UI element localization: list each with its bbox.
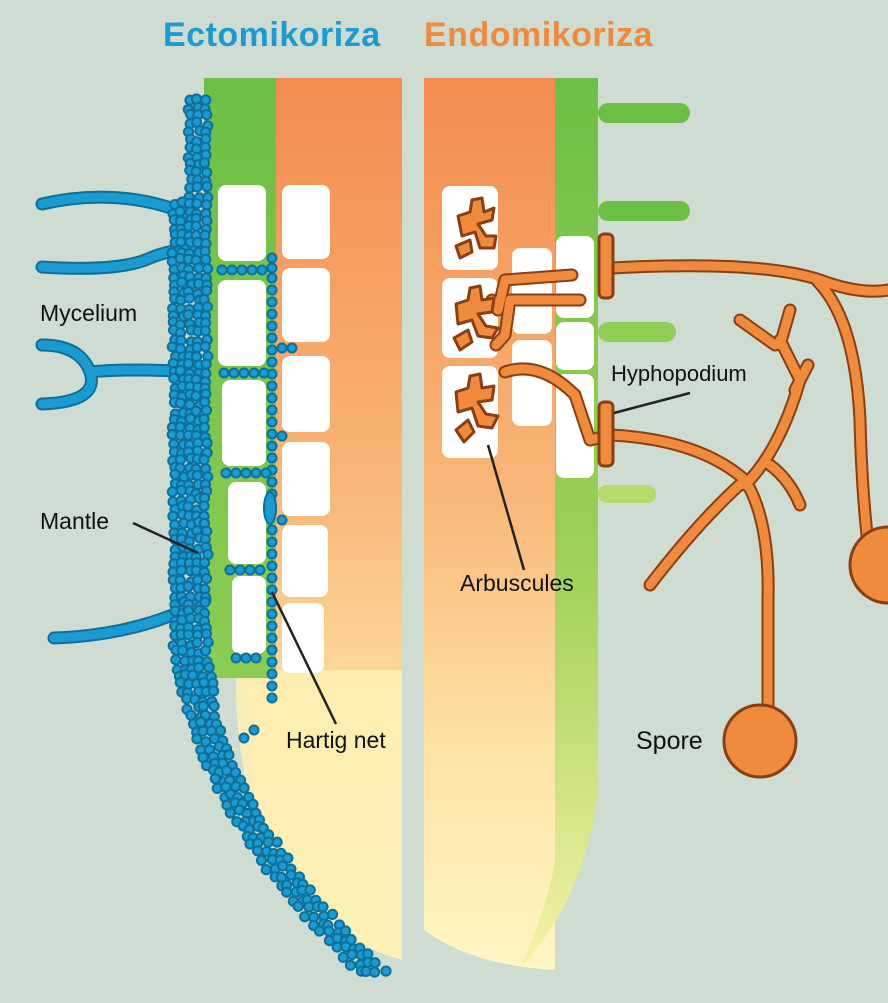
mantle-cell <box>185 294 194 303</box>
mantle-cell <box>192 222 201 231</box>
mantle-cell <box>328 910 337 919</box>
mantle-cell <box>171 655 180 664</box>
mantle-cell <box>226 808 235 817</box>
mantle-cell <box>203 438 212 447</box>
hyphopodia <box>599 234 613 466</box>
mantle-cell <box>381 967 390 976</box>
mantle-cell <box>184 359 193 368</box>
mantle-cell <box>201 342 210 351</box>
mantle-cell <box>175 207 184 216</box>
label-mantle: Mantle <box>40 508 109 535</box>
spores <box>724 527 888 777</box>
mantle-cell <box>201 646 210 655</box>
mantle-cell <box>196 718 205 727</box>
mantle-cell <box>201 255 210 264</box>
mantle-cell <box>202 286 211 295</box>
mantle-cell <box>186 711 195 720</box>
mantle-cell <box>202 360 211 369</box>
mantle-cell <box>200 558 209 567</box>
mantle-cell <box>205 663 214 672</box>
mantle-cell <box>306 885 315 894</box>
mantle-cell <box>193 471 202 480</box>
mantle-cell <box>177 278 186 287</box>
mantle-cell <box>222 766 231 775</box>
mantle-cell <box>202 182 211 191</box>
label-hyphopodium: Hyphopodium <box>611 361 747 387</box>
mantle-cell <box>201 326 210 335</box>
mantle-cell <box>341 926 350 935</box>
endo-title: Endomikoriza <box>424 16 653 55</box>
ecto-title: Ectomikoriza <box>163 16 381 55</box>
mantle-cell <box>199 455 208 464</box>
spore-main <box>724 705 796 777</box>
mantle-cell <box>192 199 201 208</box>
label-arbuscules: Arbuscules <box>460 570 574 597</box>
mantle-cell <box>346 961 355 970</box>
label-spore: Spore <box>636 727 703 756</box>
mantle-cell <box>202 110 211 119</box>
mantle-cell <box>192 734 201 743</box>
mantle-cell <box>347 950 356 959</box>
mantle-cell <box>202 168 211 177</box>
mantle-cell <box>184 630 193 639</box>
mantle-cell <box>169 374 178 383</box>
mantle-cell <box>200 423 209 432</box>
mantle-cell <box>200 158 209 167</box>
mantle-cell <box>210 702 219 711</box>
mantle-cell <box>253 846 262 855</box>
mantle-cell <box>168 487 177 496</box>
mantle-cell <box>193 638 202 647</box>
mantle-cell <box>203 302 212 311</box>
mantle-cell <box>282 888 291 897</box>
mantle-cell <box>202 574 211 583</box>
mantle-cell <box>201 598 210 607</box>
mantle-cell <box>257 856 266 865</box>
ecto-root <box>204 78 402 960</box>
mantle-cell <box>199 678 208 687</box>
label-hartig-net: Hartig net <box>286 727 386 754</box>
mantle-cell <box>203 264 212 273</box>
mantle-cell <box>201 95 210 104</box>
mantle-cell <box>177 566 186 575</box>
mantle-cell <box>370 968 379 977</box>
mantle-cell <box>262 865 271 874</box>
mantle-cell <box>184 582 193 591</box>
mantle-cell <box>224 750 233 759</box>
mantle-cell <box>209 686 218 695</box>
mantle-cell <box>216 726 225 735</box>
endo-root <box>424 78 690 970</box>
mantle-cell <box>300 912 309 921</box>
mantle-cell <box>176 237 185 246</box>
mantle-cell <box>318 902 327 911</box>
mantle-cell <box>184 310 193 319</box>
mantle-cell <box>273 838 282 847</box>
mantle-cell <box>200 502 209 511</box>
mantle-cell <box>370 958 379 967</box>
mantle-cell <box>176 399 185 408</box>
mantle-cell <box>248 800 257 809</box>
mantle-cell <box>324 927 333 936</box>
label-mycelium: Mycelium <box>40 300 137 327</box>
mantle-cell <box>240 783 249 792</box>
mantle-cell <box>315 926 324 935</box>
mantle-cell <box>194 263 203 272</box>
mantle-cell <box>294 902 303 911</box>
mantle-cell <box>193 182 202 191</box>
mantle-cell <box>199 702 208 711</box>
spore-edge <box>850 527 888 603</box>
mantle-cell <box>191 391 200 400</box>
